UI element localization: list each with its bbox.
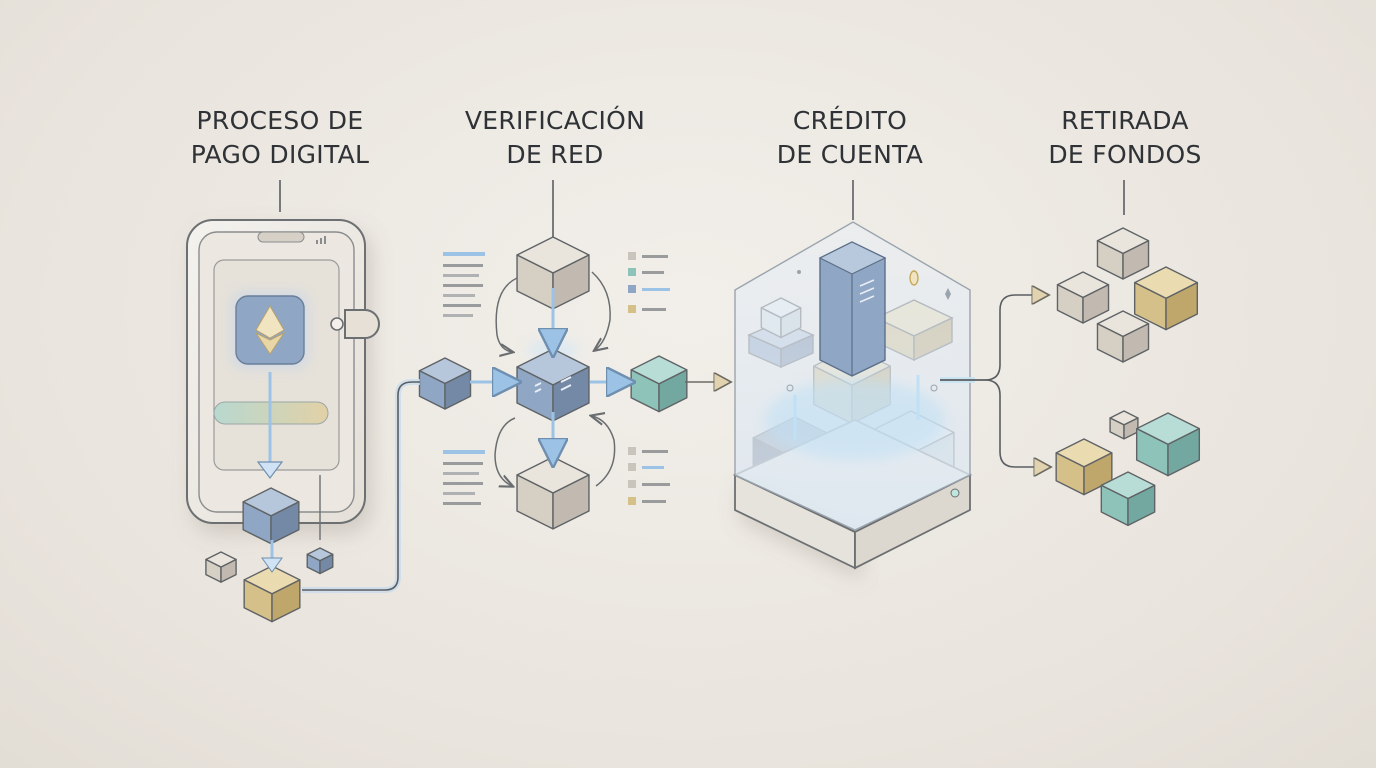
step-label-line: DE RED [506, 140, 604, 169]
step-label-line: PAGO DIGITAL [190, 140, 370, 169]
small-block-cube [205, 551, 237, 583]
withdrawal-cube [1056, 271, 1110, 324]
phone-to-network-flow [261, 379, 420, 593]
verification-log-lines [443, 252, 670, 505]
network-node-cube [516, 236, 590, 310]
network-node-cube [516, 456, 590, 530]
step-label-line: RETIRADA [1061, 106, 1189, 135]
step-label-verification: VERIFICACIÓN DE RED [425, 104, 685, 172]
step-label-credit: CRÉDITO DE CUENTA [720, 104, 980, 172]
network-input-cube [418, 357, 472, 410]
smartphone-wallet-icon [186, 219, 380, 540]
ethereum-icon [254, 305, 286, 355]
label-connectors [279, 180, 1125, 240]
small-block-cube [306, 547, 334, 575]
withdrawal-cube [1133, 266, 1199, 331]
step-label-withdrawal: RETIRADA DE FONDOS [995, 104, 1255, 172]
step-label-line: DE FONDOS [1048, 140, 1202, 169]
step-label-line: CRÉDITO [792, 106, 908, 135]
account-server-icon [732, 221, 973, 570]
log-block [628, 252, 670, 313]
withdrawal-cube [1135, 412, 1201, 477]
step-label-line: PROCESO DE [196, 106, 364, 135]
network-verification-node-icon [516, 340, 590, 422]
phone-output-cube [243, 565, 301, 623]
step-label-line: VERIFICACIÓN [464, 106, 646, 135]
phone-block-cube [242, 487, 300, 545]
step-label-line: DE CUENTA [776, 140, 924, 169]
log-block [443, 252, 485, 317]
network-flow-arrows [470, 271, 728, 486]
log-block [443, 450, 485, 505]
credit-to-withdrawal-flow [940, 295, 1048, 467]
step-label-payment: PROCESO DE PAGO DIGITAL [150, 104, 410, 172]
log-block [628, 447, 670, 505]
withdrawal-cube [1096, 310, 1150, 363]
network-output-cube [630, 355, 688, 413]
withdrawal-small-cube [1109, 410, 1139, 440]
withdrawal-cube [1096, 227, 1150, 280]
withdrawal-cube [1100, 471, 1156, 527]
withdrawal-cube [1055, 438, 1113, 496]
